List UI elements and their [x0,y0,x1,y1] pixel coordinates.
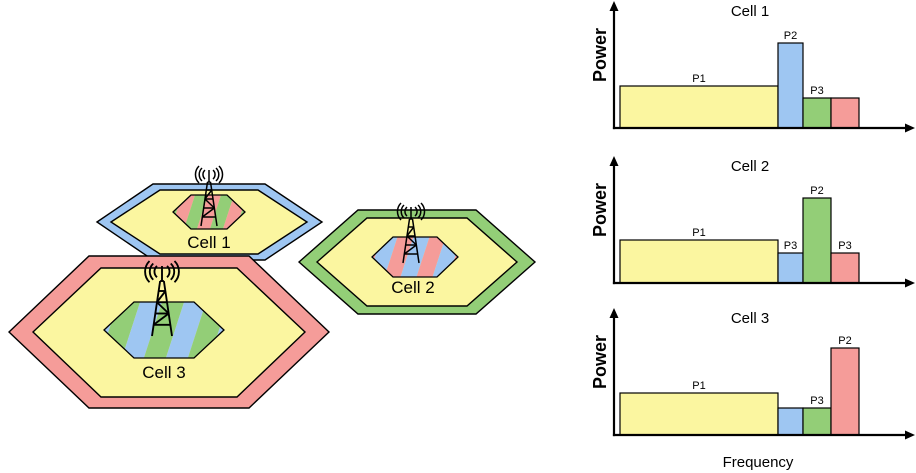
power-level-label: P1 [692,380,705,392]
x-axis-arrow-icon [905,430,915,440]
band-stripe-red [212,195,245,229]
power-level-label: P3 [838,240,851,252]
chart-3-ylabel: Power [590,335,610,389]
chart-2-title: Cell 2 [731,158,769,175]
power-bar-green [802,197,832,284]
frequency-axis-label: Frequency [723,454,794,471]
power-level-label: P1 [692,73,705,85]
y-axis-arrow-icon [609,308,619,318]
band-stripe-blue [422,237,458,277]
power-bar-blue [777,407,804,436]
power-bar-blue [777,42,804,129]
power-bar-red [830,347,860,436]
chart-3-title: Cell 3 [731,310,769,327]
cell-2: Cell 2 [297,202,537,315]
cell-1-label: Cell 1 [187,233,230,252]
x-axis-arrow-icon [905,123,915,133]
cell-2-center-hex-outline [371,236,459,278]
chart-1-title: Cell 1 [731,3,769,20]
chart-1-ylabel: Power [590,28,610,82]
power-level-label: P3 [810,85,823,97]
cell-layout-diagram: Cell 1 Cell 2 Cell 3 [7,165,537,409]
band-stripe-green [136,302,192,358]
power-bar-green [802,407,832,436]
power-level-label: P2 [810,185,823,197]
y-axis-arrow-icon [609,1,619,11]
power-bar-red [830,97,860,129]
band-stripe-blue [390,237,440,277]
cell-3-center-hex-outline [103,301,225,359]
power-level-label: P3 [784,240,797,252]
band-stripe-green [173,195,219,229]
cell-1-center-hex-outline [172,194,246,230]
power-bar-green [802,97,832,129]
cell-3-label: Cell 3 [142,363,185,382]
power-bar-blue [777,252,804,284]
power-bar-yellow [619,85,779,129]
cell-3: Cell 3 [7,255,331,409]
band-stripe-green [199,195,245,229]
power-level-label: P1 [692,227,705,239]
y-axis-arrow-icon [609,156,619,166]
x-axis-arrow-icon [905,278,915,288]
band-stripe-red [406,237,456,277]
cell-1: Cell 1 [95,165,324,261]
band-stripe-red [374,237,424,277]
power-level-label: P3 [810,395,823,407]
band-stripe-blue [372,237,408,277]
power-level-label: P2 [784,30,797,42]
chart-2-ylabel: Power [590,183,610,237]
power-level-label: P2 [838,335,851,347]
power-bar-yellow [619,392,779,436]
band-stripe-red [173,195,206,229]
power-bar-red [830,252,860,284]
cell-2-label: Cell 2 [391,278,434,297]
cell-2-band-stripes [372,237,458,277]
power-bar-yellow [619,239,779,284]
